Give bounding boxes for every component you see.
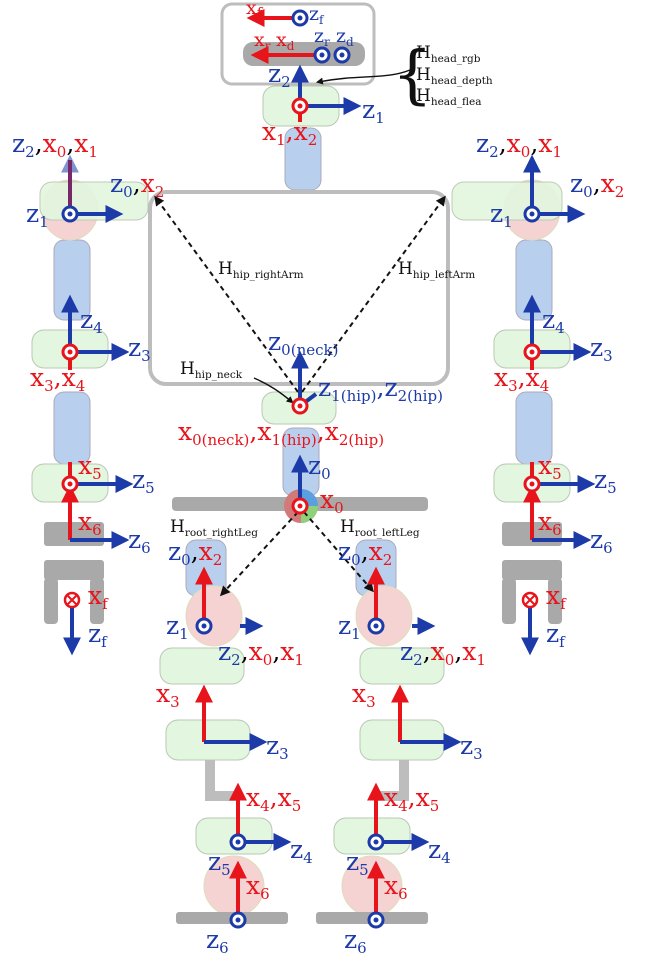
- head-leader-line: [315, 69, 411, 85]
- larm-z1: z1: [490, 199, 513, 231]
- origin-markers: [61, 9, 541, 929]
- rleg-z5: z5: [208, 847, 231, 879]
- origin-z-rleg-foot: [229, 911, 247, 929]
- larm-x5: x5: [538, 451, 562, 483]
- rarm-x5: x5: [78, 451, 102, 483]
- rarm-z6: z6: [128, 525, 151, 557]
- lleg-z2x0x1: z2,x0,x1: [400, 637, 486, 669]
- lleg-x4x5: x4,x5: [384, 783, 439, 815]
- origin-x-rarm-tool: [63, 591, 81, 609]
- rleg-x6: x6: [246, 871, 270, 903]
- rleg-z6: z6: [206, 925, 229, 956]
- lleg-z5: z5: [346, 847, 369, 879]
- label-h-head-rgb: Hhead_rgb: [416, 43, 481, 65]
- origin-z-larm-shoulder: [523, 205, 541, 223]
- origin-z-rleg-hip: [195, 617, 213, 635]
- origin-x-larm-tool: [521, 591, 539, 609]
- label-neck-z1: z1: [362, 95, 385, 127]
- rarm-xf: xf: [88, 581, 109, 613]
- origin-x-neck: [291, 97, 309, 115]
- label-h-root-leftleg: Hroot_leftLeg: [340, 517, 420, 539]
- label-z1z2-hip: z1(hip),z2(hip): [318, 373, 443, 405]
- rleg-z0x2: z0,x2: [168, 537, 222, 569]
- right-arm: [31, 179, 149, 624]
- label-h-root-rightleg: Hroot_rightLeg: [170, 517, 258, 539]
- rarm-z1: z1: [26, 199, 49, 231]
- rarm-z3: z3: [128, 333, 151, 365]
- rleg-z4: z4: [290, 835, 313, 867]
- label-x-d: xd: [276, 29, 295, 53]
- brace: {: [392, 38, 433, 112]
- label-neck-z2: z2: [268, 59, 291, 91]
- lleg-z6: z6: [344, 925, 367, 956]
- origin-z-head-flea: [291, 9, 309, 27]
- origin-z-lleg-hip: [367, 617, 385, 635]
- rarm-z0x2: z0,x2: [110, 169, 164, 201]
- hip-neck-leader: [253, 377, 294, 404]
- origin-x-hip: [291, 397, 309, 415]
- label-x-hip-frames: x0(neck),x1(hip),x2(hip): [178, 417, 384, 449]
- lleg-z0x2: z0,x2: [338, 537, 392, 569]
- label-z-d: zd: [336, 25, 354, 49]
- origin-z-lleg-ankle: [367, 833, 385, 851]
- rarm-z2x0x1: z2,x0,x1: [12, 129, 98, 161]
- origin-x-larm-wrist: [523, 475, 541, 493]
- larm-x3x4: x3,x4: [494, 363, 549, 395]
- right-leg-labels: z0,x2 z1 z2,x0,x1 x3 z3 x4,x5 z5 z4 x6 z…: [156, 537, 313, 956]
- rarm-x6: x6: [78, 507, 102, 539]
- larm-z6: z6: [590, 525, 613, 557]
- lleg-x6: x6: [384, 871, 408, 903]
- origin-z-rleg-ankle: [229, 833, 247, 851]
- rleg-x4x5: x4,x5: [246, 783, 301, 815]
- larm-z2x0x1: z2,x0,x1: [476, 129, 562, 161]
- label-x-f: xf: [246, 0, 264, 22]
- label-x-r: xr: [254, 29, 271, 53]
- origin-z-head-d: [333, 46, 351, 64]
- origin-x-rarm-elbow: [61, 343, 79, 361]
- origin-z-rarm-shoulder: [61, 205, 79, 223]
- transform-arrows: [154, 195, 446, 597]
- rleg-z2x0x1: z2,x0,x1: [218, 637, 304, 669]
- label-z-f: zf: [309, 3, 325, 27]
- larm-xf: xf: [546, 581, 567, 613]
- label-z-r: zr: [314, 25, 330, 49]
- left-arm: [451, 179, 571, 624]
- rarm-x3x4: x3,x4: [30, 363, 85, 395]
- label-h-hip-leftarm: Hhip_leftArm: [398, 259, 475, 281]
- origin-x-root: [291, 497, 309, 515]
- label-h-head-depth: Hhead_depth: [416, 65, 493, 87]
- rarm-zf: zf: [88, 619, 108, 651]
- larm-z3: z3: [590, 333, 613, 365]
- larm-zf: zf: [546, 619, 566, 651]
- label-h-head-flea: Hhead_flea: [416, 86, 482, 108]
- label-h-hip-neck: Hhip_neck: [180, 359, 243, 381]
- lleg-z1: z1: [338, 611, 361, 643]
- right-arm-labels: z2,x0,x1 z0,x2 z1 z4 z3 x3,x4 x5 z5 x6 z…: [12, 129, 164, 651]
- lleg-z4: z4: [428, 835, 451, 867]
- larm-z4: z4: [542, 305, 565, 337]
- label-z0-neck: z0(neck): [268, 327, 338, 359]
- label-h-hip-rightarm: Hhip_rightArm: [218, 259, 304, 281]
- label-root-x0: x0: [320, 485, 344, 517]
- rleg-z3: z3: [266, 731, 289, 763]
- origin-z-lleg-foot: [367, 911, 385, 929]
- left-leg: [316, 539, 445, 924]
- larm-x6: x6: [538, 507, 562, 539]
- left-arm-labels: z2,x0,x1 z0,x2 z1 z4 z3 x3,x4 x5 z5 x6 z…: [476, 129, 624, 651]
- origin-z-head-r: [313, 46, 331, 64]
- origin-x-larm-elbow: [523, 343, 541, 361]
- left-leg-labels: z0,x2 z1 z2,x0,x1 x3 z3 x4,x5 z5 z4 x6 z…: [338, 537, 486, 956]
- rleg-x3: x3: [156, 679, 180, 711]
- lleg-x3: x3: [352, 679, 376, 711]
- label-root-z0: z0: [308, 451, 331, 483]
- larm-z0x2: z0,x2: [570, 169, 624, 201]
- rarm-z5: z5: [132, 465, 155, 497]
- rarm-z4: z4: [80, 305, 103, 337]
- rleg-z1: z1: [166, 611, 189, 643]
- origin-x-rarm-wrist: [61, 475, 79, 493]
- label-neck-x1x2: x1,x2: [262, 117, 317, 149]
- larm-z5: z5: [594, 465, 617, 497]
- lleg-z3: z3: [460, 731, 483, 763]
